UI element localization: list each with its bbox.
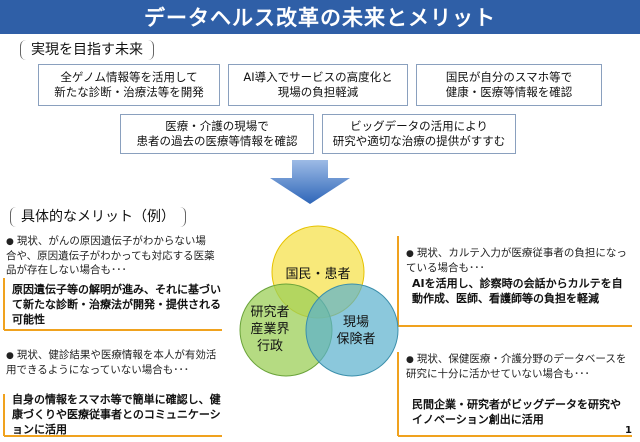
stakeholder-venn-diagram	[239, 225, 399, 377]
future-box-bigdata: ビッグデータの活用により 研究や適切な治療の提供がすすむ	[322, 114, 516, 154]
venn-label-citizens: 国民・患者	[285, 267, 351, 282]
merit-section-label: 具体的なメリット（例）	[10, 207, 186, 227]
merit-right-issue-1: ●現状、カルテ入力が医療従事者の負担になっている場合も･･･	[406, 247, 627, 274]
merit-left-benefit-2: 自身の情報をスマホ等で簡単に確認し、健康づくりや医療従事者とのコミュニケーション…	[12, 393, 221, 436]
merit-left-benefit-1: 原因遺伝子等の解明が進み、それに基づいて新たな診断・治療法が開発・提供される可能…	[12, 283, 221, 326]
future-box-medical-history: 医療・介護の現場で 患者の過去の医療等情報を確認	[120, 114, 314, 154]
bullet-icon: ●	[406, 249, 414, 259]
future-box-ai: AI導入でサービスの高度化と 現場の負担軽減	[228, 64, 408, 106]
future-box-smartphone: 国民が自分のスマホ等で 健康・医療等情報を確認	[416, 64, 602, 106]
merit-left-issue-1: ●現状、がんの原因遺伝子がわからない場合や、原因遺伝子がわかっても対応する医薬品…	[6, 235, 215, 276]
future-box-genome: 全ゲノム情報等を活用して 新たな診断・治療法等を開発	[38, 64, 220, 106]
bullet-icon: ●	[6, 351, 14, 361]
venn-label-field: 現場 保険者	[336, 315, 376, 347]
bullet-icon: ●	[406, 355, 414, 365]
merit-left-issue-2: ●現状、健診結果や医療情報を本人が有効活用できるようになっていない場合も･･･	[6, 349, 217, 376]
merit-right-benefit-2: 民間企業・研究者がビッグデータを研究やイノベーション創出に活用	[412, 398, 621, 426]
future-section-label: 実現を目指す未来	[20, 40, 154, 60]
merit-right-benefit-1: AIを活用し、診察時の会話からカルテを自動作成、医師、看護師等の負担を軽減	[412, 277, 623, 305]
venn-label-researchers: 研究者 産業界 行政	[250, 305, 290, 354]
merit-right-issue-2: ●現状、保健医療・介護分野のデータベースを研究に十分に活かせていない場合も･･･	[406, 353, 627, 380]
page-title: データヘルス改革の未来とメリット	[0, 0, 640, 34]
down-arrow-icon	[270, 160, 350, 204]
page-number: 1	[625, 425, 632, 436]
bullet-icon: ●	[6, 237, 14, 247]
venn-circle-field	[305, 283, 399, 377]
